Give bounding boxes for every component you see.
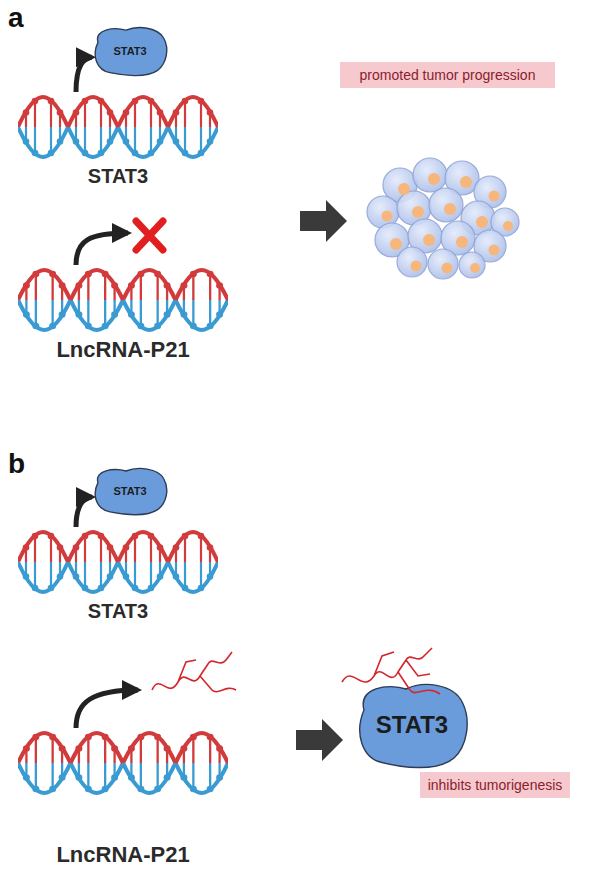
gene-label: STAT3	[18, 165, 218, 188]
nucleus	[489, 245, 500, 256]
gene-label: STAT3	[18, 600, 218, 623]
expression-arrow	[76, 497, 92, 527]
gene-node: LncRNA-P21	[18, 265, 228, 363]
blocked-cross	[136, 221, 163, 250]
bound-rna	[342, 648, 440, 694]
dna-helix	[123, 270, 228, 330]
tumor-cell	[413, 158, 447, 192]
nucleus	[444, 203, 456, 215]
tumor-cell	[397, 247, 427, 277]
nucleus	[390, 238, 402, 250]
gene-label: LncRNA-P21	[18, 842, 228, 868]
tumor-cell	[459, 252, 485, 278]
nucleus	[423, 234, 435, 246]
dna-helix	[18, 733, 123, 793]
nucleus	[398, 183, 410, 195]
dna-helix	[118, 532, 218, 592]
protein-blob: STAT3	[90, 466, 170, 516]
outcome-label: inhibits tumorigenesis	[428, 777, 563, 793]
gene-label: LncRNA-P21	[18, 337, 228, 363]
protein-label: STAT3	[90, 25, 170, 77]
gene-node: STAT3	[18, 527, 218, 623]
panel-letter: a	[8, 2, 24, 34]
transcription-arrow	[76, 690, 138, 728]
tumor-nuclei	[382, 173, 514, 274]
nucleus	[503, 221, 513, 231]
nucleus	[489, 191, 500, 202]
block-arrow	[296, 719, 343, 761]
protein-label: STAT3	[90, 466, 170, 516]
dna-helix	[123, 733, 228, 793]
outcome-box: inhibits tumorigenesis	[420, 772, 570, 798]
gene-node: LncRNA-P21	[18, 728, 228, 868]
nucleus	[412, 206, 424, 218]
tumor-cell	[428, 249, 458, 279]
dna-helix	[118, 97, 218, 157]
nucleus	[460, 176, 472, 188]
tumor-cluster	[367, 158, 519, 279]
dna-helix	[18, 97, 118, 157]
nucleus	[470, 263, 480, 273]
nucleus	[442, 263, 453, 274]
dna-helix	[18, 532, 118, 592]
expression-arrow	[76, 57, 92, 92]
protein-label: STAT3	[352, 680, 472, 770]
outcome-label: promoted tumor progression	[360, 67, 536, 83]
nucleus	[382, 211, 393, 222]
rna-transcript	[152, 652, 236, 692]
transcription-arrow	[76, 233, 128, 265]
nucleus	[456, 236, 468, 248]
protein-blob: STAT3	[352, 680, 472, 770]
nucleus	[411, 261, 422, 272]
tumor-cell	[429, 188, 463, 222]
nucleus	[428, 173, 440, 185]
nucleus	[476, 216, 488, 228]
panel-letter: b	[8, 448, 25, 480]
gene-node: STAT3	[18, 92, 218, 188]
protein-blob: STAT3	[90, 25, 170, 77]
blocked-cross	[136, 221, 163, 250]
dna-helix	[18, 270, 123, 330]
block-arrow	[300, 200, 347, 242]
outcome-box: promoted tumor progression	[340, 62, 555, 88]
